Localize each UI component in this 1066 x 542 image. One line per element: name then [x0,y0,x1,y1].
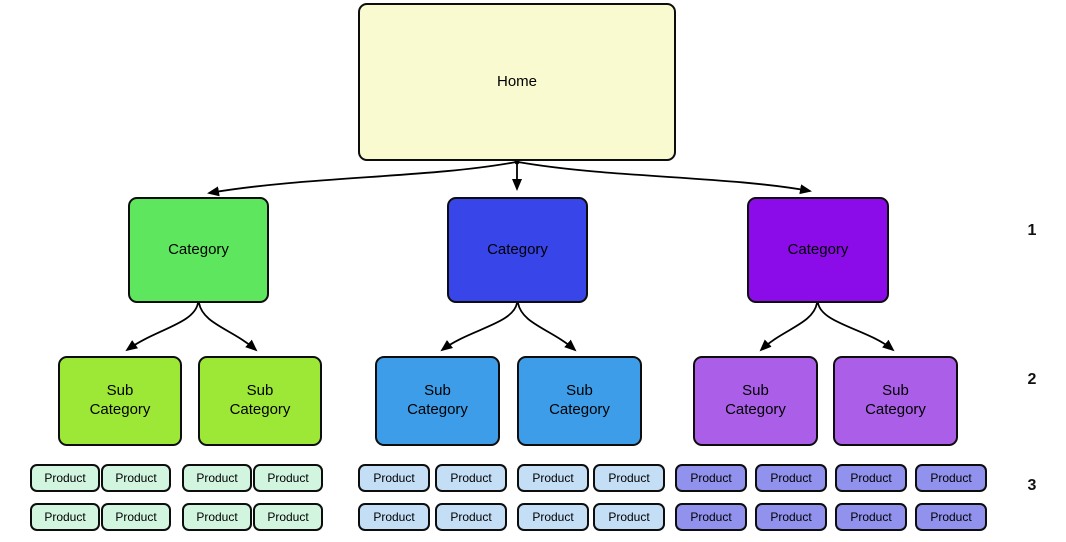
product-node: Product [435,503,507,531]
product-node: Product [30,464,100,492]
category-node-purple: Category [747,197,889,303]
product-node: Product [358,503,430,531]
product-node: Product [101,464,171,492]
level-2-label: 2 [1027,371,1037,388]
category-node-green: Category [128,197,269,303]
edge-purple-to-sub1 [759,302,818,352]
edge-home-to-green [207,161,517,197]
product-node: Product [182,503,252,531]
product-node: Product [101,503,171,531]
product-node: Product [593,464,665,492]
subcategory-node-green-2: Sub Category [198,356,322,446]
edge-green-to-sub2 [198,302,258,352]
product-node: Product [182,464,252,492]
product-node: Product [253,464,323,492]
category-node-blue: Category [447,197,588,303]
product-node: Product [30,503,100,531]
product-node: Product [593,503,665,531]
subcategory-node-green-1: Sub Category [58,356,182,446]
home-node: Home [358,3,676,161]
product-node: Product [755,464,827,492]
product-node: Product [835,503,907,531]
edge-purple-to-sub2 [817,302,895,352]
product-node: Product [755,503,827,531]
edge-blue-to-sub2 [517,302,577,352]
product-node: Product [358,464,430,492]
product-node: Product [517,464,589,492]
product-node: Product [675,464,747,492]
product-node: Product [675,503,747,531]
product-node: Product [253,503,323,531]
product-node: Product [915,464,987,492]
subcategory-node-purple-2: Sub Category [833,356,958,446]
level-1-label: 1 [1027,222,1037,239]
product-node: Product [517,503,589,531]
product-node: Product [435,464,507,492]
subcategory-node-purple-1: Sub Category [693,356,818,446]
subcategory-node-blue-2: Sub Category [517,356,642,446]
edge-blue-to-sub1 [440,302,518,352]
product-node: Product [835,464,907,492]
level-3-label: 3 [1027,477,1037,494]
product-node: Product [915,503,987,531]
subcategory-node-blue-1: Sub Category [375,356,500,446]
edge-green-to-sub1 [125,302,199,352]
edge-home-to-purple [517,161,812,195]
